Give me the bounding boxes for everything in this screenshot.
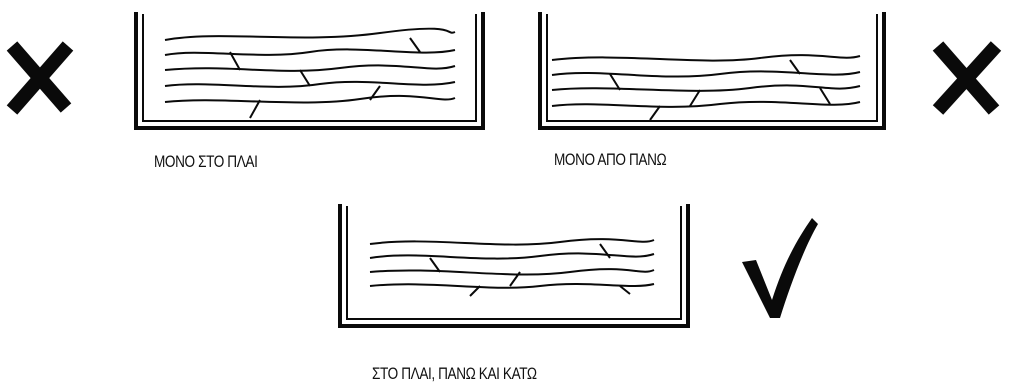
caption-top-only: ΜΟΝΟ ΑΠΟ ΠΑΝΩ [554, 150, 666, 170]
panel-side-only [136, 12, 483, 128]
panel-top-only-stones [552, 52, 860, 120]
cross-mark-icon [938, 46, 996, 110]
panel-all-around [340, 204, 688, 326]
cross-mark-icon [12, 46, 68, 110]
panel-side-only-stones [165, 22, 455, 120]
panel-all-around-stones [370, 232, 654, 296]
panel-top-only [540, 12, 884, 128]
caption-side-only: ΜΟΝΟ ΣΤΟ ΠΛΑΙ [154, 152, 257, 172]
caption-all-around: ΣΤΟ ΠΛΑΙ, ΠΑΝΩ ΚΑΙ ΚΑΤΩ [372, 364, 537, 384]
check-mark-icon [742, 218, 818, 318]
